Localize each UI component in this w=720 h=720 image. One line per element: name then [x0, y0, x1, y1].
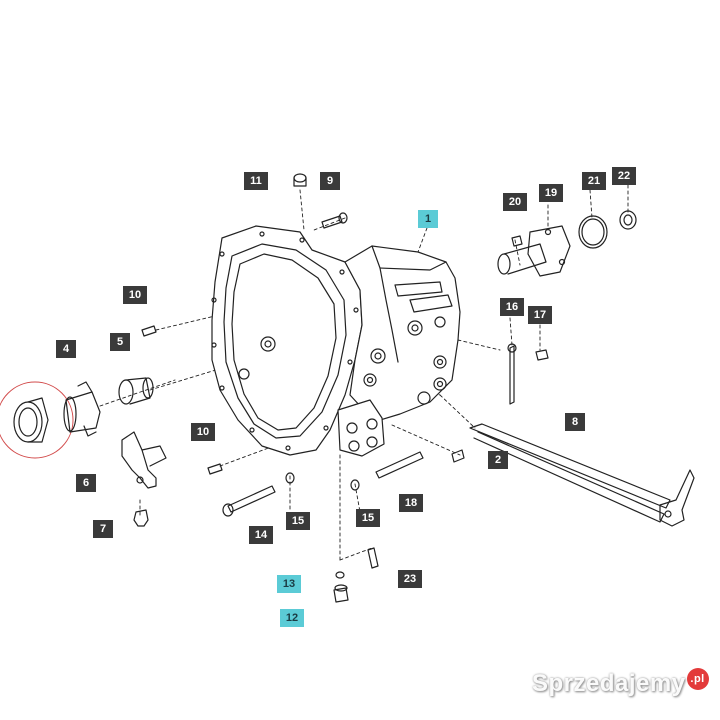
- callout-part-12: 12: [280, 609, 304, 627]
- release-shaft: [469, 423, 695, 527]
- o-ring-small: [335, 571, 345, 579]
- screw: [367, 547, 379, 569]
- callout-part-2: 2: [488, 451, 508, 469]
- callout-part-7: 7: [93, 520, 113, 538]
- callout-part-17: 17: [528, 306, 552, 324]
- plug: [293, 173, 307, 187]
- release-bearing: [0, 381, 74, 459]
- watermark-text: Sprzedajemy: [532, 670, 686, 697]
- small-bolt: [451, 449, 465, 463]
- callout-part-8: 8: [565, 413, 585, 431]
- sleeve: [63, 381, 101, 437]
- bolt-top: [321, 212, 348, 229]
- callout-part-20: 20: [503, 193, 527, 211]
- watermark-badge: .pl: [686, 668, 709, 690]
- dowel-pin-upper: [141, 325, 157, 337]
- callout-part-23: 23: [398, 570, 422, 588]
- small-screw: [511, 235, 523, 247]
- callout-part-1: 1: [418, 210, 438, 228]
- callout-part-19: 19: [539, 184, 563, 202]
- release-fork: [121, 431, 167, 489]
- flange-tube: [497, 225, 571, 277]
- callout-part-6: 6: [76, 474, 96, 492]
- callout-part-4: 4: [56, 340, 76, 358]
- watermark-logo: Sprzedajemy.pl: [532, 668, 709, 698]
- bushing: [118, 377, 154, 405]
- callout-part-15-right: 15: [356, 509, 380, 527]
- callout-part-21: 21: [582, 172, 606, 190]
- o-ring: [578, 215, 608, 249]
- drain-plug: [333, 584, 349, 603]
- callout-part-13: 13: [277, 575, 301, 593]
- long-bolt: [222, 485, 276, 517]
- grease-nipple: [133, 509, 149, 527]
- callout-part-10-upper: 10: [123, 286, 147, 304]
- bolt-17: [535, 349, 549, 361]
- washer-right: [350, 479, 360, 491]
- callout-part-16: 16: [500, 298, 524, 316]
- callout-part-22: 22: [612, 167, 636, 185]
- callout-part-18: 18: [399, 494, 423, 512]
- stud: [375, 451, 424, 479]
- callout-part-9: 9: [320, 172, 340, 190]
- washer-left: [285, 472, 295, 484]
- dipstick: [507, 343, 517, 405]
- callout-part-11: 11: [244, 172, 268, 190]
- seal: [619, 210, 637, 230]
- clutch-housing: [211, 225, 461, 457]
- callout-part-14: 14: [249, 526, 273, 544]
- callout-part-10-lower: 10: [191, 423, 215, 441]
- callout-part-15-left: 15: [286, 512, 310, 530]
- callout-part-5: 5: [110, 333, 130, 351]
- dowel-pin-lower: [207, 463, 223, 475]
